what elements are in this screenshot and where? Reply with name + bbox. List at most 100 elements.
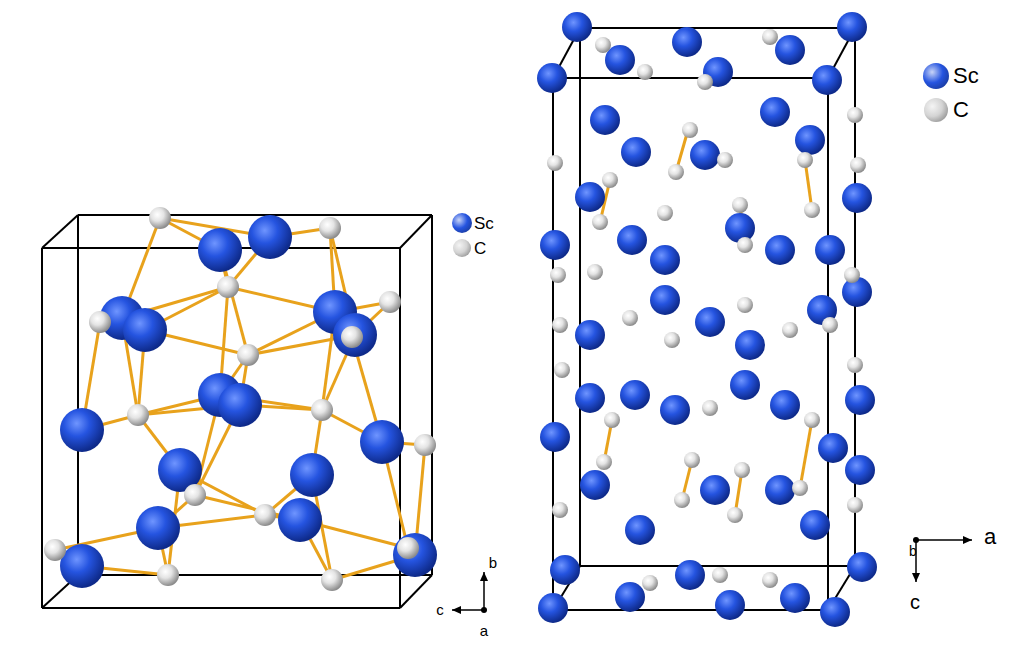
unit-cell-edge [431,215,433,575]
c-atom [657,205,673,221]
sc-atom [675,560,705,590]
unit-cell-edge [42,607,400,609]
legend-swatch [453,239,471,257]
sc-atom [393,533,437,577]
axis-label: c [910,592,920,612]
sc-atom [847,552,877,582]
c-atom [847,357,863,373]
sc-atom [820,597,850,627]
c-atom [595,37,611,53]
sc-atom [800,510,830,540]
sc-atom [765,235,795,265]
sc-atom [690,140,720,170]
c-atom [797,152,813,168]
legend-swatch [924,98,948,122]
sc-atom [290,453,334,497]
c-atom [184,484,206,506]
c-atom [727,507,743,523]
sc-atom [60,544,104,588]
c-atom [684,452,700,468]
unit-cell-edge [78,214,432,216]
unit-cell-edge [553,77,828,79]
axis-arrowhead [480,572,488,581]
c-atom [552,502,568,518]
c-atom [604,412,620,428]
c-atom [127,404,149,426]
legend-label: C [474,240,486,257]
sc-atom [812,65,842,95]
sc-atom [650,285,680,315]
sc-atom [780,583,810,613]
sc-atom [818,433,848,463]
sc-atom [842,183,872,213]
axis-label: b [489,555,497,570]
c-atom [414,434,436,456]
sc-atom [730,370,760,400]
sc-atom [590,105,620,135]
sc-atom [540,422,570,452]
c-atom [762,29,778,45]
legend-label: Sc [953,65,979,87]
sc-atom [660,395,690,425]
c-atom [682,122,698,138]
c-atom [587,264,603,280]
sc-atom [540,230,570,260]
unit-cell-edge [400,575,432,608]
c-atom [149,207,171,229]
sc-atom [538,593,568,623]
c-atom [321,569,343,591]
c-atom [762,572,778,588]
c-atom [668,164,684,180]
sc-atom [795,125,825,155]
bond-line [800,420,812,488]
sc-atom [617,225,647,255]
c-atom [554,362,570,378]
unit-cell-edge [580,565,855,567]
legend-label: C [953,99,969,121]
sc-atom [580,470,610,500]
axis-origin [913,537,919,543]
sc-atom [770,390,800,420]
c-atom [822,317,838,333]
c-atom [732,197,748,213]
sc-atom [621,137,651,167]
sc-atom [537,63,567,93]
c-atom [237,344,259,366]
c-atom [844,267,860,283]
sc-atom [198,228,242,272]
unit-cell-edge [77,215,79,575]
sc-atom [775,35,805,65]
sc-atom [550,555,580,585]
axis-indicator [452,536,972,614]
unit-cell-right [537,12,877,627]
c-atom [737,297,753,313]
c-atom [712,567,728,583]
c-atom [596,454,612,470]
c-atom [379,291,401,313]
sc-atom [725,213,755,243]
c-atom [792,480,808,496]
sc-atom [650,245,680,275]
unit-cell-edge [78,574,432,576]
sc-atom [333,313,377,357]
sc-atom [765,475,795,505]
sc-atom [625,515,655,545]
c-atom [637,64,653,80]
axis-label: a [480,623,488,638]
c-atom [702,400,718,416]
c-atom [157,564,179,586]
legend-label: Sc [474,215,494,232]
axis-arrowhead [912,573,920,582]
c-atom [341,326,363,348]
sc-atom [575,182,605,212]
c-atom [847,107,863,123]
sc-atom [672,27,702,57]
c-atom [804,202,820,218]
c-atom [697,74,713,90]
c-atom [850,157,866,173]
c-atom [547,155,563,171]
sc-atom [845,385,875,415]
c-atom [847,497,863,513]
